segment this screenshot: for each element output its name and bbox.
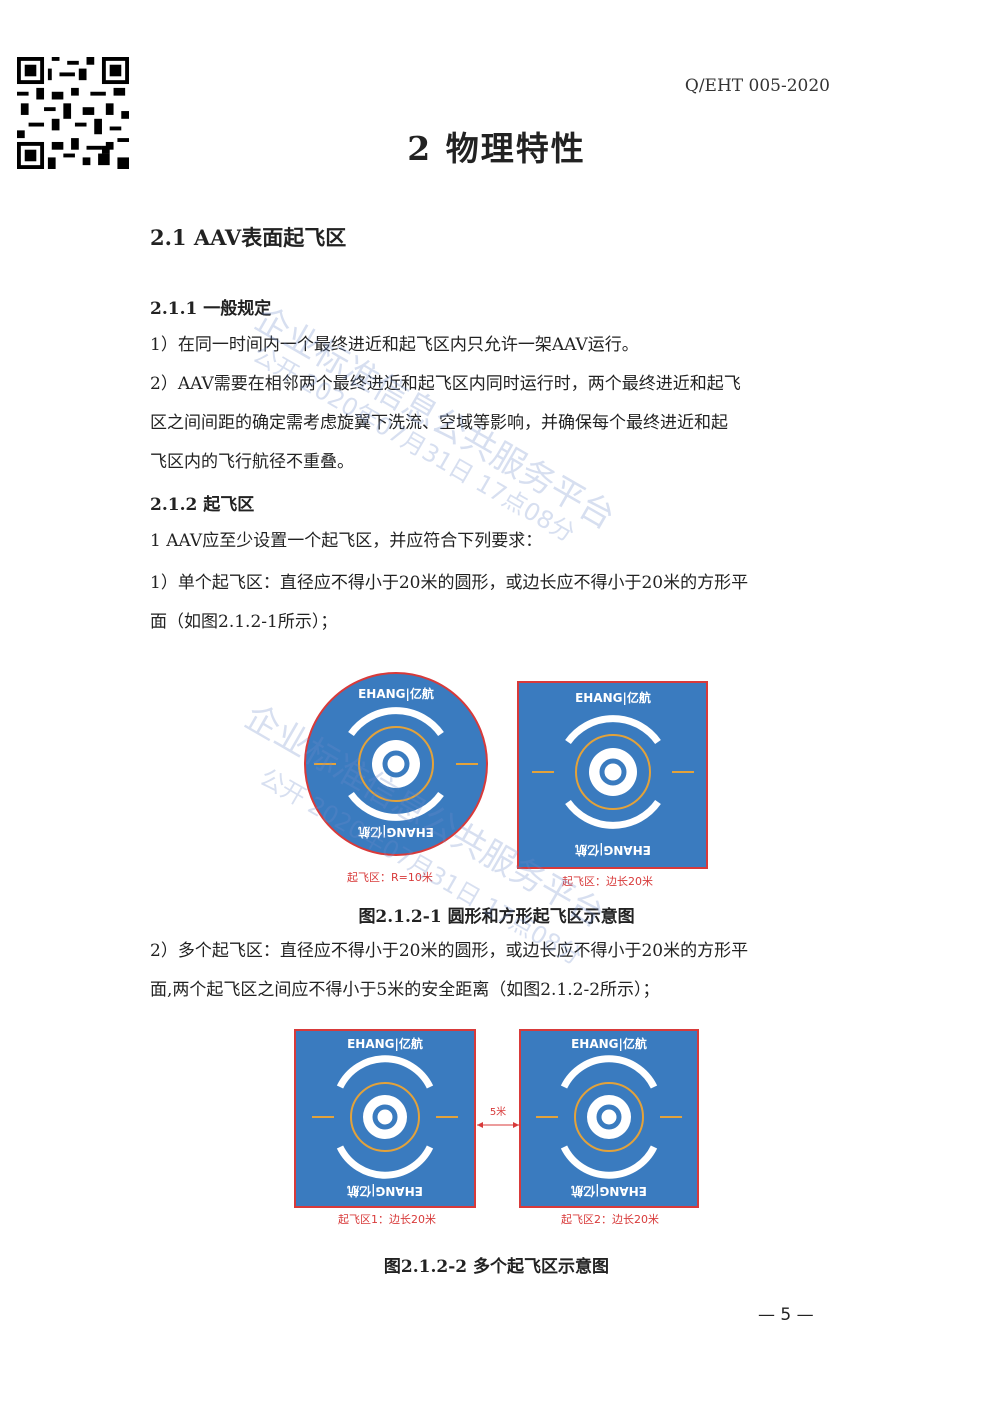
square-pad-label: 起飞区：边长20米 [562, 875, 653, 888]
item-2-line-2: 面,两个起飞区之间应不得小于5米的安全距离（如图2.1.2-2所示）； [150, 980, 660, 1000]
document-code: Q/EHT 005-2020 [684, 76, 830, 96]
pad-1-label: 起飞区1：边长20米 [338, 1213, 436, 1226]
pad-2-label: 起飞区2：边长20米 [561, 1213, 659, 1226]
takeoff-intro: 1 AAV应至少设置一个起飞区，并应符合下列要求： [150, 531, 543, 551]
section-heading-2-1: 2.1 AAV表面起飞区 [150, 225, 347, 250]
logo-text-bottom: EHANG|亿航 [358, 825, 434, 840]
rule-1: 1）在同一时间内一个最终进近和起飞区内只允许一架AAV运行。 [150, 335, 639, 355]
qr-code [17, 57, 129, 169]
takeoff-pad-1: EHANG|亿航 EHANG|亿航 [294, 1029, 476, 1208]
chapter-title: 2 物理特性 [407, 129, 586, 168]
logo-text-top: EHANG|亿航 [571, 1036, 647, 1051]
rule-2-line-2: 区之间间距的确定需考虑旋翼下洗流、空域等影响，并确保每个最终进近和起 [150, 413, 728, 433]
figure-1-caption: 图2.1.2-1 圆形和方形起飞区示意图 [358, 907, 635, 927]
logo-text-bottom: EHANG|亿航 [347, 1184, 423, 1199]
square-takeoff-pad: EHANG|亿航 EHANG|亿航 [517, 681, 708, 869]
figure-2-caption: 图2.1.2-2 多个起飞区示意图 [383, 1257, 610, 1277]
circle-pad-label: 起飞区：R=10米 [347, 871, 433, 884]
logo-text-top: EHANG|亿航 [358, 686, 434, 701]
page-number: — 5 — [758, 1305, 814, 1325]
section-heading-2-1-1: 2.1.1 一般规定 [150, 299, 272, 319]
item-2-line-1: 2）多个起飞区：直径应不得小于20米的圆形，或边长应不得小于20米的方形平 [150, 941, 749, 961]
paragraph-multiple-pads: 2）多个起飞区：直径应不得小于20米的圆形，或边长应不得小于20米的方形平 面,… [150, 932, 850, 1010]
item-1-line-2: 面（如图2.1.2-1所示）； [150, 612, 338, 632]
paragraph-takeoff-area: 1 AAV应至少设置一个起飞区，并应符合下列要求： 1）单个起飞区：直径应不得小… [150, 522, 850, 642]
spacing-label: 5米 [490, 1105, 506, 1118]
rule-2-line-1: 2）AAV需要在相邻两个最终进近和起飞区内同时运行时，两个最终进近和起飞 [150, 374, 741, 394]
logo-text-bottom: EHANG|亿航 [571, 1184, 647, 1199]
figure-2-graphic: EHANG|亿航 EHANG|亿航 5米 EHANG|亿航 EHANG|亿航 [294, 1029, 699, 1208]
spacing-indicator: 5米 [477, 1105, 519, 1128]
item-1-line-1: 1）单个起飞区：直径应不得小于20米的圆形，或边长应不得小于20米的方形平 [150, 573, 749, 593]
section-heading-2-1-2: 2.1.2 起飞区 [150, 495, 255, 515]
takeoff-pad-2: EHANG|亿航 EHANG|亿航 [519, 1029, 699, 1208]
rule-2-line-3: 飞区内的飞行航径不重叠。 [150, 452, 354, 472]
logo-text-bottom: EHANG|亿航 [575, 843, 651, 858]
circular-takeoff-pad: EHANG|亿航 EHANG|亿航 [304, 672, 488, 856]
paragraph-general-rules: 1）在同一时间内一个最终进近和起飞区内只允许一架AAV运行。 2）AAV需要在相… [150, 326, 850, 482]
logo-text-top: EHANG|亿航 [575, 690, 651, 705]
logo-text-top: EHANG|亿航 [347, 1036, 423, 1051]
figure-1-graphic: EHANG|亿航 EHANG|亿航 EHANG|亿航 EHANG|亿航 [304, 672, 708, 869]
